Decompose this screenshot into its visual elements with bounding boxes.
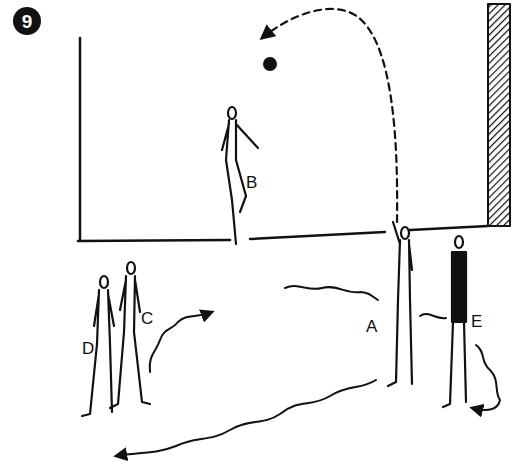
player-figure xyxy=(82,276,114,416)
figure-number: 9 xyxy=(12,6,42,36)
floor-line xyxy=(78,226,488,241)
ball-path xyxy=(262,9,397,222)
player-figure xyxy=(222,107,258,244)
run-path xyxy=(472,345,500,410)
player-figure xyxy=(110,262,150,408)
player-letter: C xyxy=(141,310,153,327)
player-letter: D xyxy=(82,340,94,357)
run-path xyxy=(285,286,378,300)
ball xyxy=(263,57,277,71)
player-figure xyxy=(388,222,412,386)
run-path xyxy=(420,314,446,318)
player-letter: A xyxy=(366,318,377,335)
run-path xyxy=(116,380,376,456)
figure-number-text: 9 xyxy=(22,12,33,31)
number-disc xyxy=(13,7,41,35)
side-wall xyxy=(488,4,510,226)
player-letter: B xyxy=(246,174,257,191)
wall-edge xyxy=(79,38,82,241)
player-figure xyxy=(443,236,466,407)
player-letter: E xyxy=(471,313,482,330)
run-path xyxy=(150,312,212,372)
